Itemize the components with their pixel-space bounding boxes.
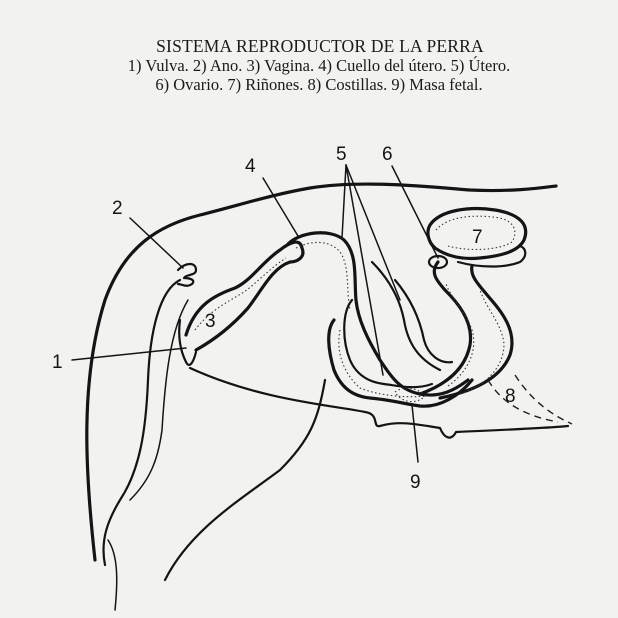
ovary [427, 254, 449, 270]
kidney-lower [456, 244, 527, 268]
leader-2 [129, 217, 184, 269]
hind-leg [163, 378, 327, 582]
caption: SISTEMA REPRODUCTOR DE LA PERRA 1) Vulva… [0, 36, 618, 94]
legend-line-1: 1) Vulva. 2) Ano. 3) Vagina. 4) Cuello d… [127, 56, 511, 75]
rib-1 [487, 379, 559, 423]
leader-6 [391, 165, 439, 259]
belly-outline [188, 366, 570, 439]
rib-2 [514, 374, 573, 425]
leader-5b [345, 164, 384, 376]
tail-outline [102, 278, 182, 567]
tail-base [107, 539, 118, 611]
label-8-ribs: 8 [505, 386, 516, 407]
uterine-horn-back-2 [393, 278, 454, 364]
vulva [178, 318, 198, 367]
uterine-horn-back [370, 260, 442, 372]
uterine-horn-left [327, 318, 474, 408]
tail-inner [129, 299, 189, 501]
leader-5a [341, 164, 347, 239]
leader-5c [345, 164, 401, 301]
back-outline [85, 182, 558, 562]
leader-1 [71, 347, 187, 361]
kidney [426, 206, 528, 261]
label-9-fetal-mass: 9 [410, 472, 421, 493]
fetal-mass [394, 387, 426, 403]
label-1-vulva: 1 [52, 352, 63, 373]
label-2-anus: 2 [112, 198, 123, 219]
leader-9 [411, 404, 419, 463]
legend-line-2: 6) Ovario. 7) Riñones. 8) Costillas. 9) … [155, 75, 483, 94]
label-4-cervix: 4 [245, 156, 256, 177]
label-5-uterus: 5 [336, 144, 347, 165]
label-3-vagina: 3 [205, 311, 216, 332]
diagram-title: SISTEMA REPRODUCTOR DE LA PERRA [156, 36, 484, 56]
anus [176, 262, 198, 287]
vagina [184, 240, 305, 352]
uterine-horn-left-inner [343, 298, 434, 389]
label-7-kidney: 7 [472, 227, 483, 248]
label-6-ovary: 6 [382, 144, 393, 165]
leader-4 [262, 177, 299, 237]
uterine-horn-right [418, 260, 473, 396]
